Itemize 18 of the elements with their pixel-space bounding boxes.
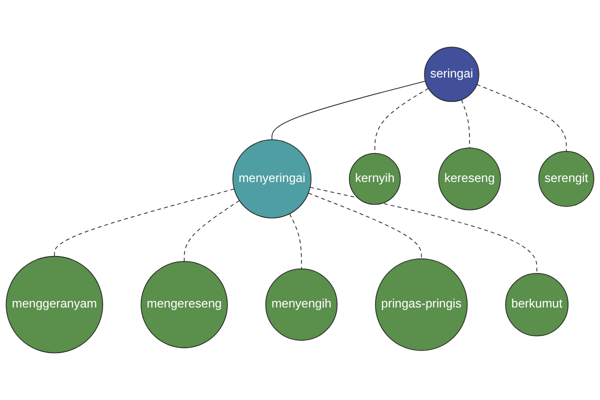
node-circle: menyeringai: [232, 139, 312, 218]
connector: [310, 186, 538, 274]
node-circle: menyengih: [265, 268, 338, 341]
node-circle: berkumut: [505, 272, 568, 336]
connector: [272, 80, 426, 140]
connector: [184, 200, 240, 262]
connector: [54, 188, 235, 257]
connector: [476, 84, 567, 152]
connector: [461, 99, 470, 148]
node-circle: kernyih: [348, 153, 401, 205]
node-circle: menggeranyam: [6, 256, 104, 354]
connector: [308, 192, 422, 260]
node-circle: serengit: [538, 150, 594, 207]
node-circle: kereseng: [438, 148, 501, 210]
node-circle: pringas-pringis: [375, 258, 468, 351]
node-circle: mengereseng: [140, 261, 228, 348]
connector: [289, 213, 302, 270]
node-circle: seringai: [424, 46, 480, 102]
